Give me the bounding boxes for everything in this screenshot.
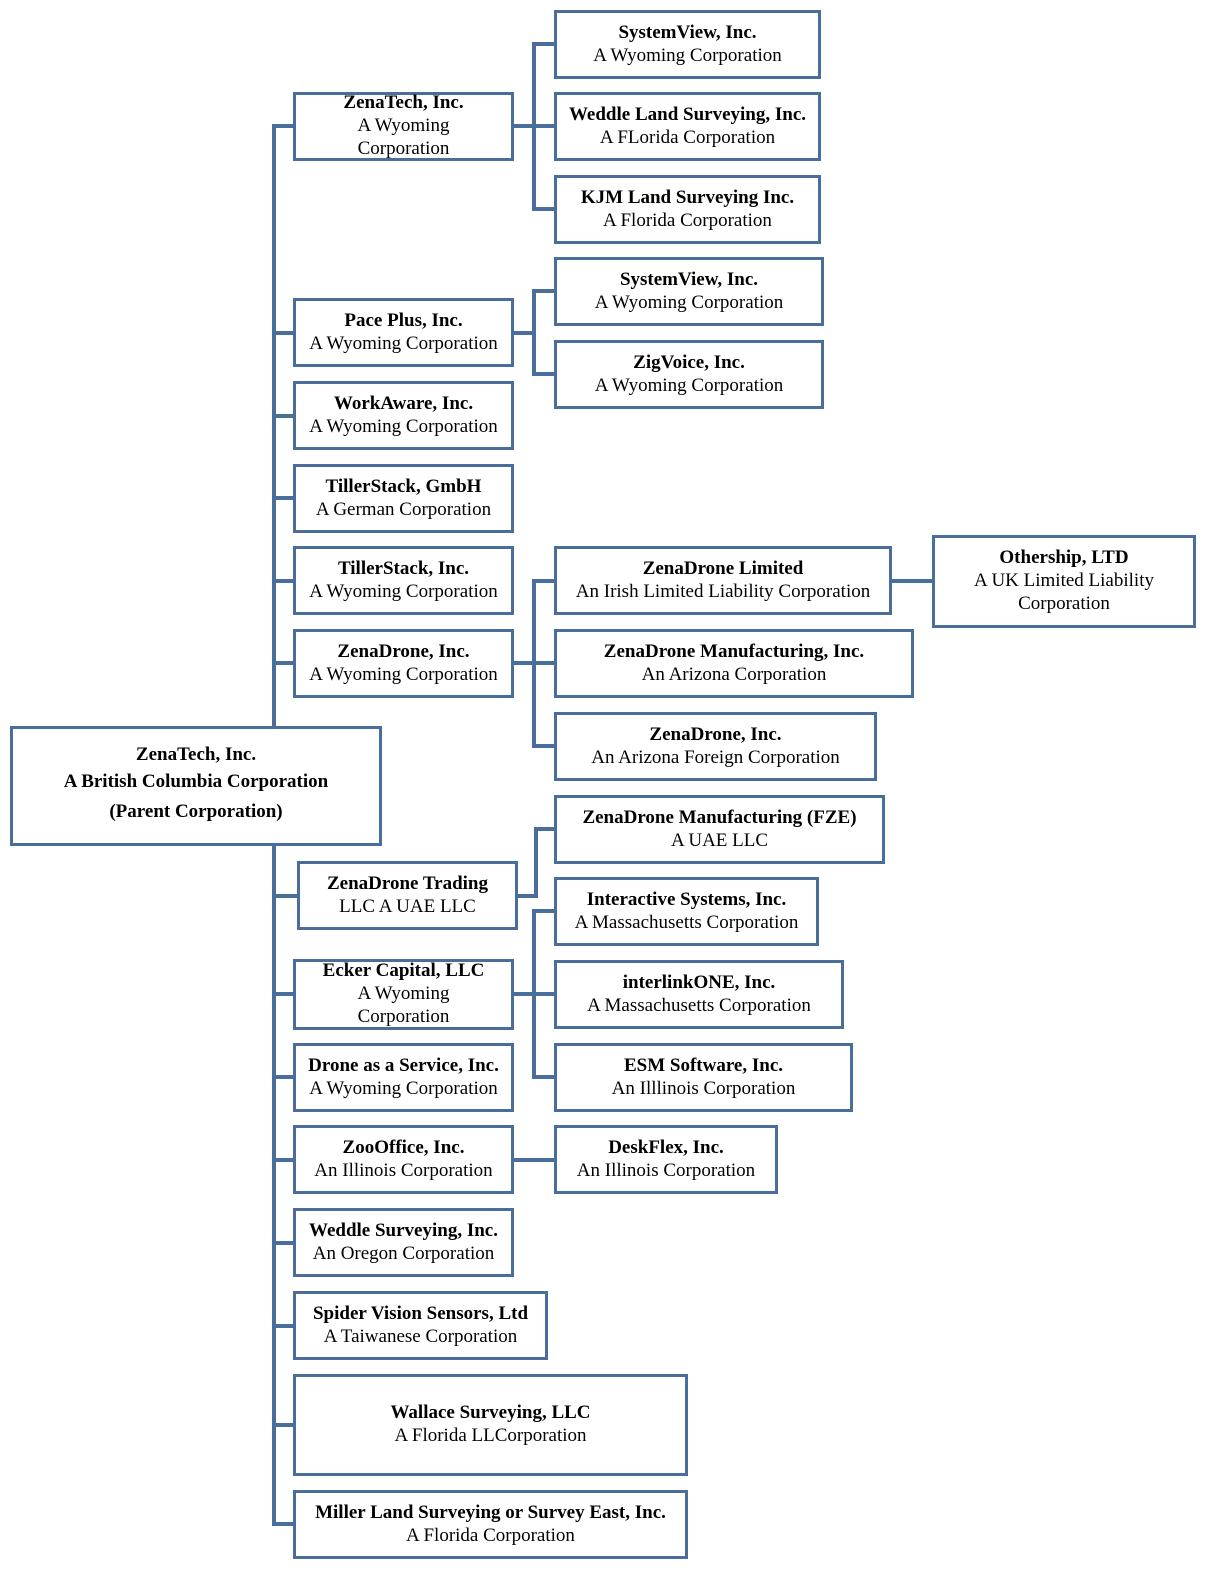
sub-subsidiary-box: DeskFlex, Inc. An Illinois Corporation (554, 1125, 778, 1194)
sub-subsidiary-box: ZigVoice, Inc. A Wyoming Corporation (554, 340, 824, 409)
sub-subsidiary-description: A Wyoming Corporation (594, 374, 784, 396)
sub-subsidiary-box: SystemView, Inc. A Wyoming Corporation (554, 10, 821, 79)
subsidiary-description: A Wyoming Corporation (309, 1077, 498, 1099)
subsidiary-box: TillerStack, GmbH A German Corporation (293, 464, 514, 533)
subsidiary-description: LLC A UAE LLC (339, 895, 476, 917)
sub-subsidiary-name: DeskFlex, Inc. (608, 1136, 724, 1158)
parent-corporation-jurisdiction: A British Columbia Corporation (63, 771, 329, 792)
subsidiary-box: TillerStack, Inc. A Wyoming Corporation (293, 546, 514, 615)
subsidiary-box: Wallace Surveying, LLC A Florida LLCorpo… (293, 1374, 688, 1476)
subsidiary-description: A Wyoming Corporation (309, 580, 498, 602)
third-level-subsidiary-name: Othership, LTD (999, 547, 1129, 569)
subsidiary-box: Pace Plus, Inc. A Wyoming Corporation (293, 298, 514, 367)
parent-corporation-note: (Parent Corporation) (109, 801, 283, 823)
sub-subsidiary-name: SystemView, Inc. (618, 21, 757, 43)
subsidiary-name: Pace Plus, Inc. (344, 309, 463, 331)
sub-subsidiary-box: ZenaDrone, Inc. An Arizona Foreign Corpo… (554, 712, 877, 781)
sub-subsidiary-description: An Irish Limited Liability Corporation (575, 580, 871, 602)
sub-subsidiary-description: A UAE LLC (670, 829, 769, 851)
parent-corporation-box: ZenaTech, Inc. A British Columbia Corpor… (10, 726, 382, 846)
sub-subsidiary-box: ZenaDrone Manufacturing (FZE) A UAE LLC (554, 795, 885, 864)
subsidiary-name: TillerStack, Inc. (337, 557, 470, 579)
subsidiary-description: A Florida Corporation (406, 1524, 575, 1546)
subsidiary-box: ZenaDrone Trading LLC A UAE LLC (297, 861, 518, 930)
sub-subsidiary-name: Interactive Systems, Inc. (586, 888, 787, 910)
subsidiary-name: ZenaDrone, Inc. (337, 640, 470, 662)
sub-subsidiary-box: KJM Land Surveying Inc. A Florida Corpor… (554, 175, 821, 244)
sub-subsidiary-name: interlinkONE, Inc. (622, 971, 776, 993)
subsidiary-box: Drone as a Service, Inc. A Wyoming Corpo… (293, 1043, 514, 1112)
sub-subsidiary-box: SystemView, Inc. A Wyoming Corporation (554, 257, 824, 326)
subsidiary-description: A Wyoming Corporation (357, 115, 450, 159)
subsidiary-description: A German Corporation (315, 498, 492, 520)
subsidiary-name: ZenaDrone Trading (327, 872, 488, 894)
subsidiary-description: An Illinois Corporation (314, 1159, 493, 1181)
sub-subsidiary-name: ZenaDrone Manufacturing (FZE) (582, 806, 857, 828)
subsidiary-description: A Taiwanese Corporation (323, 1325, 518, 1347)
subsidiary-name: Spider Vision Sensors, Ltd (312, 1302, 529, 1324)
sub-subsidiary-description: An Illlinois Corporation (611, 1077, 796, 1099)
third-level-subsidiary-description: A UK Limited Liability Corporation (974, 570, 1154, 614)
subsidiary-box: Ecker Capital, LLC A Wyoming Corporation (293, 959, 514, 1030)
sub-subsidiary-description: A Massachusetts Corporation (574, 911, 799, 933)
sub-subsidiary-box: ZenaDrone Manufacturing, Inc. An Arizona… (554, 629, 914, 698)
sub-subsidiary-box: ESM Software, Inc. An Illlinois Corporat… (554, 1043, 853, 1112)
subsidiary-name: ZenaTech, Inc. (343, 92, 464, 114)
subsidiary-name: Weddle Surveying, Inc. (309, 1219, 498, 1241)
subsidiary-description: A Wyoming Corporation (309, 663, 498, 685)
sub-subsidiary-name: ZenaDrone Manufacturing, Inc. (603, 640, 865, 662)
sub-subsidiary-description: A Massachusetts Corporation (587, 994, 811, 1016)
subsidiary-description: An Oregon Corporation (312, 1242, 495, 1264)
subsidiary-box: Weddle Surveying, Inc. An Oregon Corpora… (293, 1208, 514, 1277)
sub-subsidiary-box: Interactive Systems, Inc. A Massachusett… (554, 877, 819, 946)
sub-subsidiary-name: Weddle Land Surveying, Inc. (568, 103, 807, 125)
subsidiary-box: Miller Land Surveying or Survey East, In… (293, 1490, 688, 1559)
sub-subsidiary-description: A Florida Corporation (603, 209, 772, 231)
subsidiary-name: Drone as a Service, Inc. (308, 1054, 499, 1076)
subsidiary-name: Miller Land Surveying or Survey East, In… (315, 1501, 666, 1523)
sub-subsidiary-box: ZenaDrone Limited An Irish Limited Liabi… (554, 546, 892, 615)
sub-subsidiary-name: ZenaDrone Limited (642, 557, 804, 579)
sub-subsidiary-description: A FLorida Corporation (599, 126, 776, 148)
subsidiary-box: ZenaTech, Inc. A Wyoming Corporation (293, 92, 514, 161)
sub-subsidiary-description: A Wyoming Corporation (594, 291, 784, 313)
subsidiary-description: A Wyoming Corporation (309, 415, 498, 437)
subsidiary-description: A Florida LLCorporation (394, 1425, 587, 1446)
sub-subsidiary-description: A Wyoming Corporation (593, 44, 782, 66)
subsidiary-box: ZenaDrone, Inc. A Wyoming Corporation (293, 629, 514, 698)
sub-subsidiary-name: KJM Land Surveying Inc. (580, 186, 795, 208)
subsidiary-description: A Wyoming Corporation (357, 983, 450, 1027)
subsidiary-name: ZooOffice, Inc. (342, 1136, 465, 1158)
subsidiary-box: WorkAware, Inc. A Wyoming Corporation (293, 381, 514, 450)
subsidiary-name: Ecker Capital, LLC (322, 960, 485, 982)
sub-subsidiary-name: ZigVoice, Inc. (633, 351, 745, 373)
sub-subsidiary-name: ZenaDrone, Inc. (649, 723, 782, 745)
sub-subsidiary-box: Weddle Land Surveying, Inc. A FLorida Co… (554, 92, 821, 161)
subsidiary-name: WorkAware, Inc. (333, 392, 474, 414)
sub-subsidiary-box: interlinkONE, Inc. A Massachusetts Corpo… (554, 960, 844, 1029)
subsidiary-name: Wallace Surveying, LLC (390, 1402, 591, 1424)
sub-subsidiary-description: An Illinois Corporation (576, 1159, 756, 1181)
subsidiary-description: A Wyoming Corporation (309, 332, 498, 354)
subsidiary-box: ZooOffice, Inc. An Illinois Corporation (293, 1125, 514, 1194)
sub-subsidiary-description: An Arizona Foreign Corporation (591, 746, 840, 768)
subsidiary-box: Spider Vision Sensors, Ltd A Taiwanese C… (293, 1291, 548, 1360)
sub-subsidiary-name: SystemView, Inc. (619, 268, 759, 290)
parent-corporation-name: ZenaTech, Inc. (135, 744, 257, 766)
sub-subsidiary-name: ESM Software, Inc. (623, 1054, 784, 1076)
third-level-subsidiary-box: Othership, LTD A UK Limited Liability Co… (932, 535, 1196, 628)
subsidiary-name: TillerStack, GmbH (325, 475, 482, 497)
sub-subsidiary-description: An Arizona Corporation (641, 663, 827, 685)
